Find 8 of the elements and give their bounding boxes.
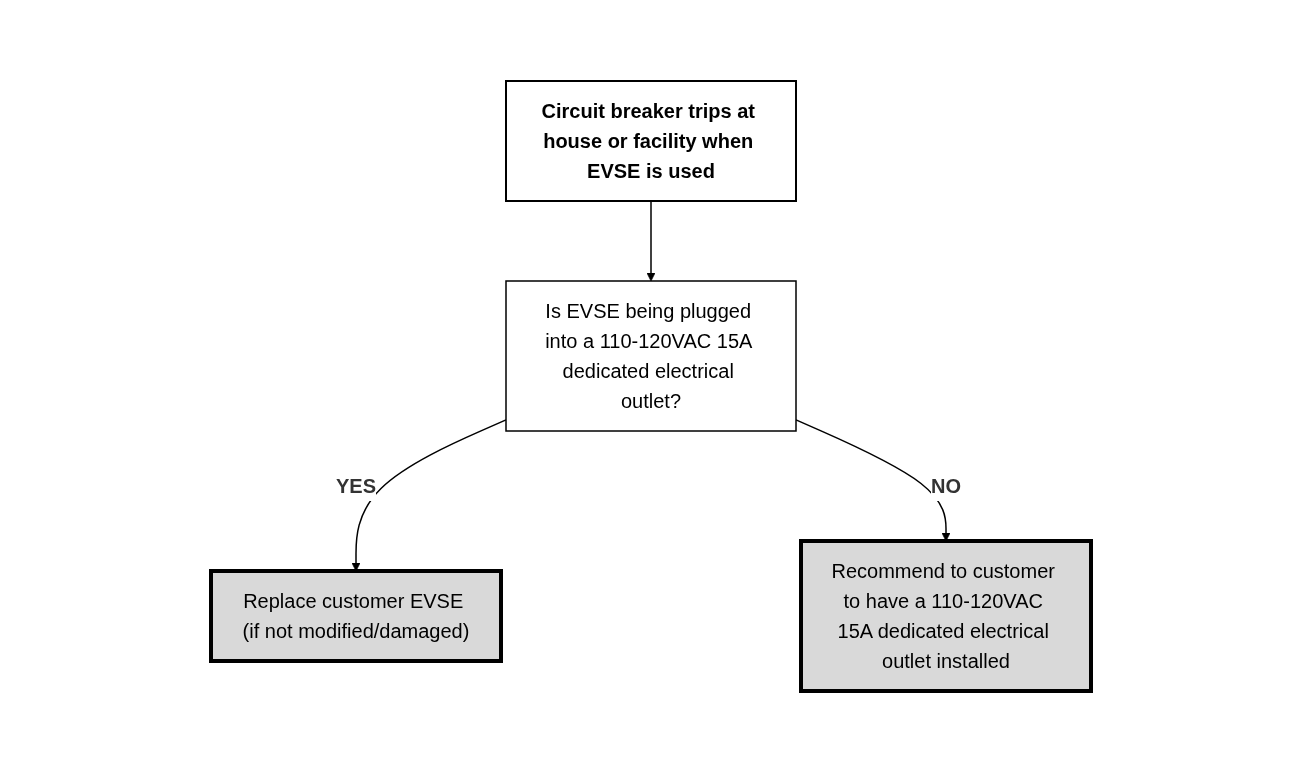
node-box: Is EVSE being plugged into a 110-120VAC 15A dedicated electrical outlet? — [505, 279, 797, 432]
arrow — [646, 199, 656, 281]
node-box: Circuit breaker trips at house or facility when EVSE is used — [505, 79, 797, 202]
node-box: Replace customer EVSE (if not modified/damaged) — [209, 568, 503, 663]
arrow — [351, 418, 507, 571]
edge-label: NO — [931, 474, 961, 497]
node-box: Recommend to customer to have a 110-120VAC 15A dedicated electrical outlet installed — [799, 538, 1093, 693]
edge-label: YES — [335, 474, 377, 497]
